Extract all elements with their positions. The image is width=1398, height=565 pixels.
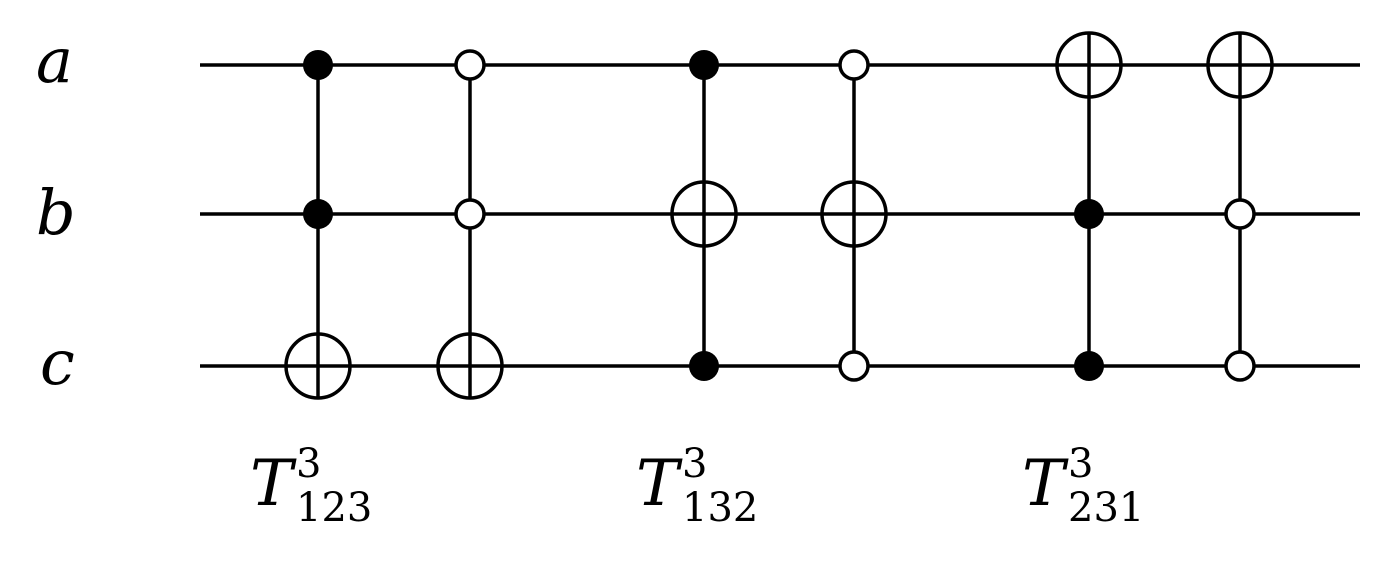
gate-group-label-2: T 3 132 bbox=[636, 444, 758, 528]
gate-superscript: 3 bbox=[296, 441, 322, 487]
gate-superscript: 3 bbox=[682, 441, 708, 487]
gate-subscript: 132 bbox=[682, 485, 759, 531]
control-dot-open bbox=[838, 350, 870, 382]
wire-label-c: c bbox=[40, 326, 75, 399]
control-dot-filled bbox=[1074, 199, 1104, 229]
gate-subscript: 123 bbox=[296, 485, 373, 531]
control-dot-filled bbox=[303, 199, 333, 229]
gate-subscript: 231 bbox=[1068, 485, 1145, 531]
gate-group-label-1: T 3 123 bbox=[250, 444, 372, 528]
gate-symbol: T bbox=[250, 447, 293, 521]
control-dot-open bbox=[1224, 198, 1256, 230]
control-dot-open bbox=[1224, 350, 1256, 382]
wire-label-a: a bbox=[36, 24, 73, 97]
wire-label-b: b bbox=[36, 176, 76, 249]
control-dot-open bbox=[454, 198, 486, 230]
control-dot-filled bbox=[1074, 351, 1104, 381]
control-dot-open bbox=[454, 49, 486, 81]
control-dot-open bbox=[838, 49, 870, 81]
gate-symbol: T bbox=[1022, 447, 1065, 521]
control-dot-filled bbox=[689, 50, 719, 80]
gate-group-label-3: T 3 231 bbox=[1022, 444, 1144, 528]
gate-superscript: 3 bbox=[1068, 441, 1094, 487]
control-dot-filled bbox=[303, 50, 333, 80]
gate-symbol: T bbox=[636, 447, 679, 521]
control-dot-filled bbox=[689, 351, 719, 381]
